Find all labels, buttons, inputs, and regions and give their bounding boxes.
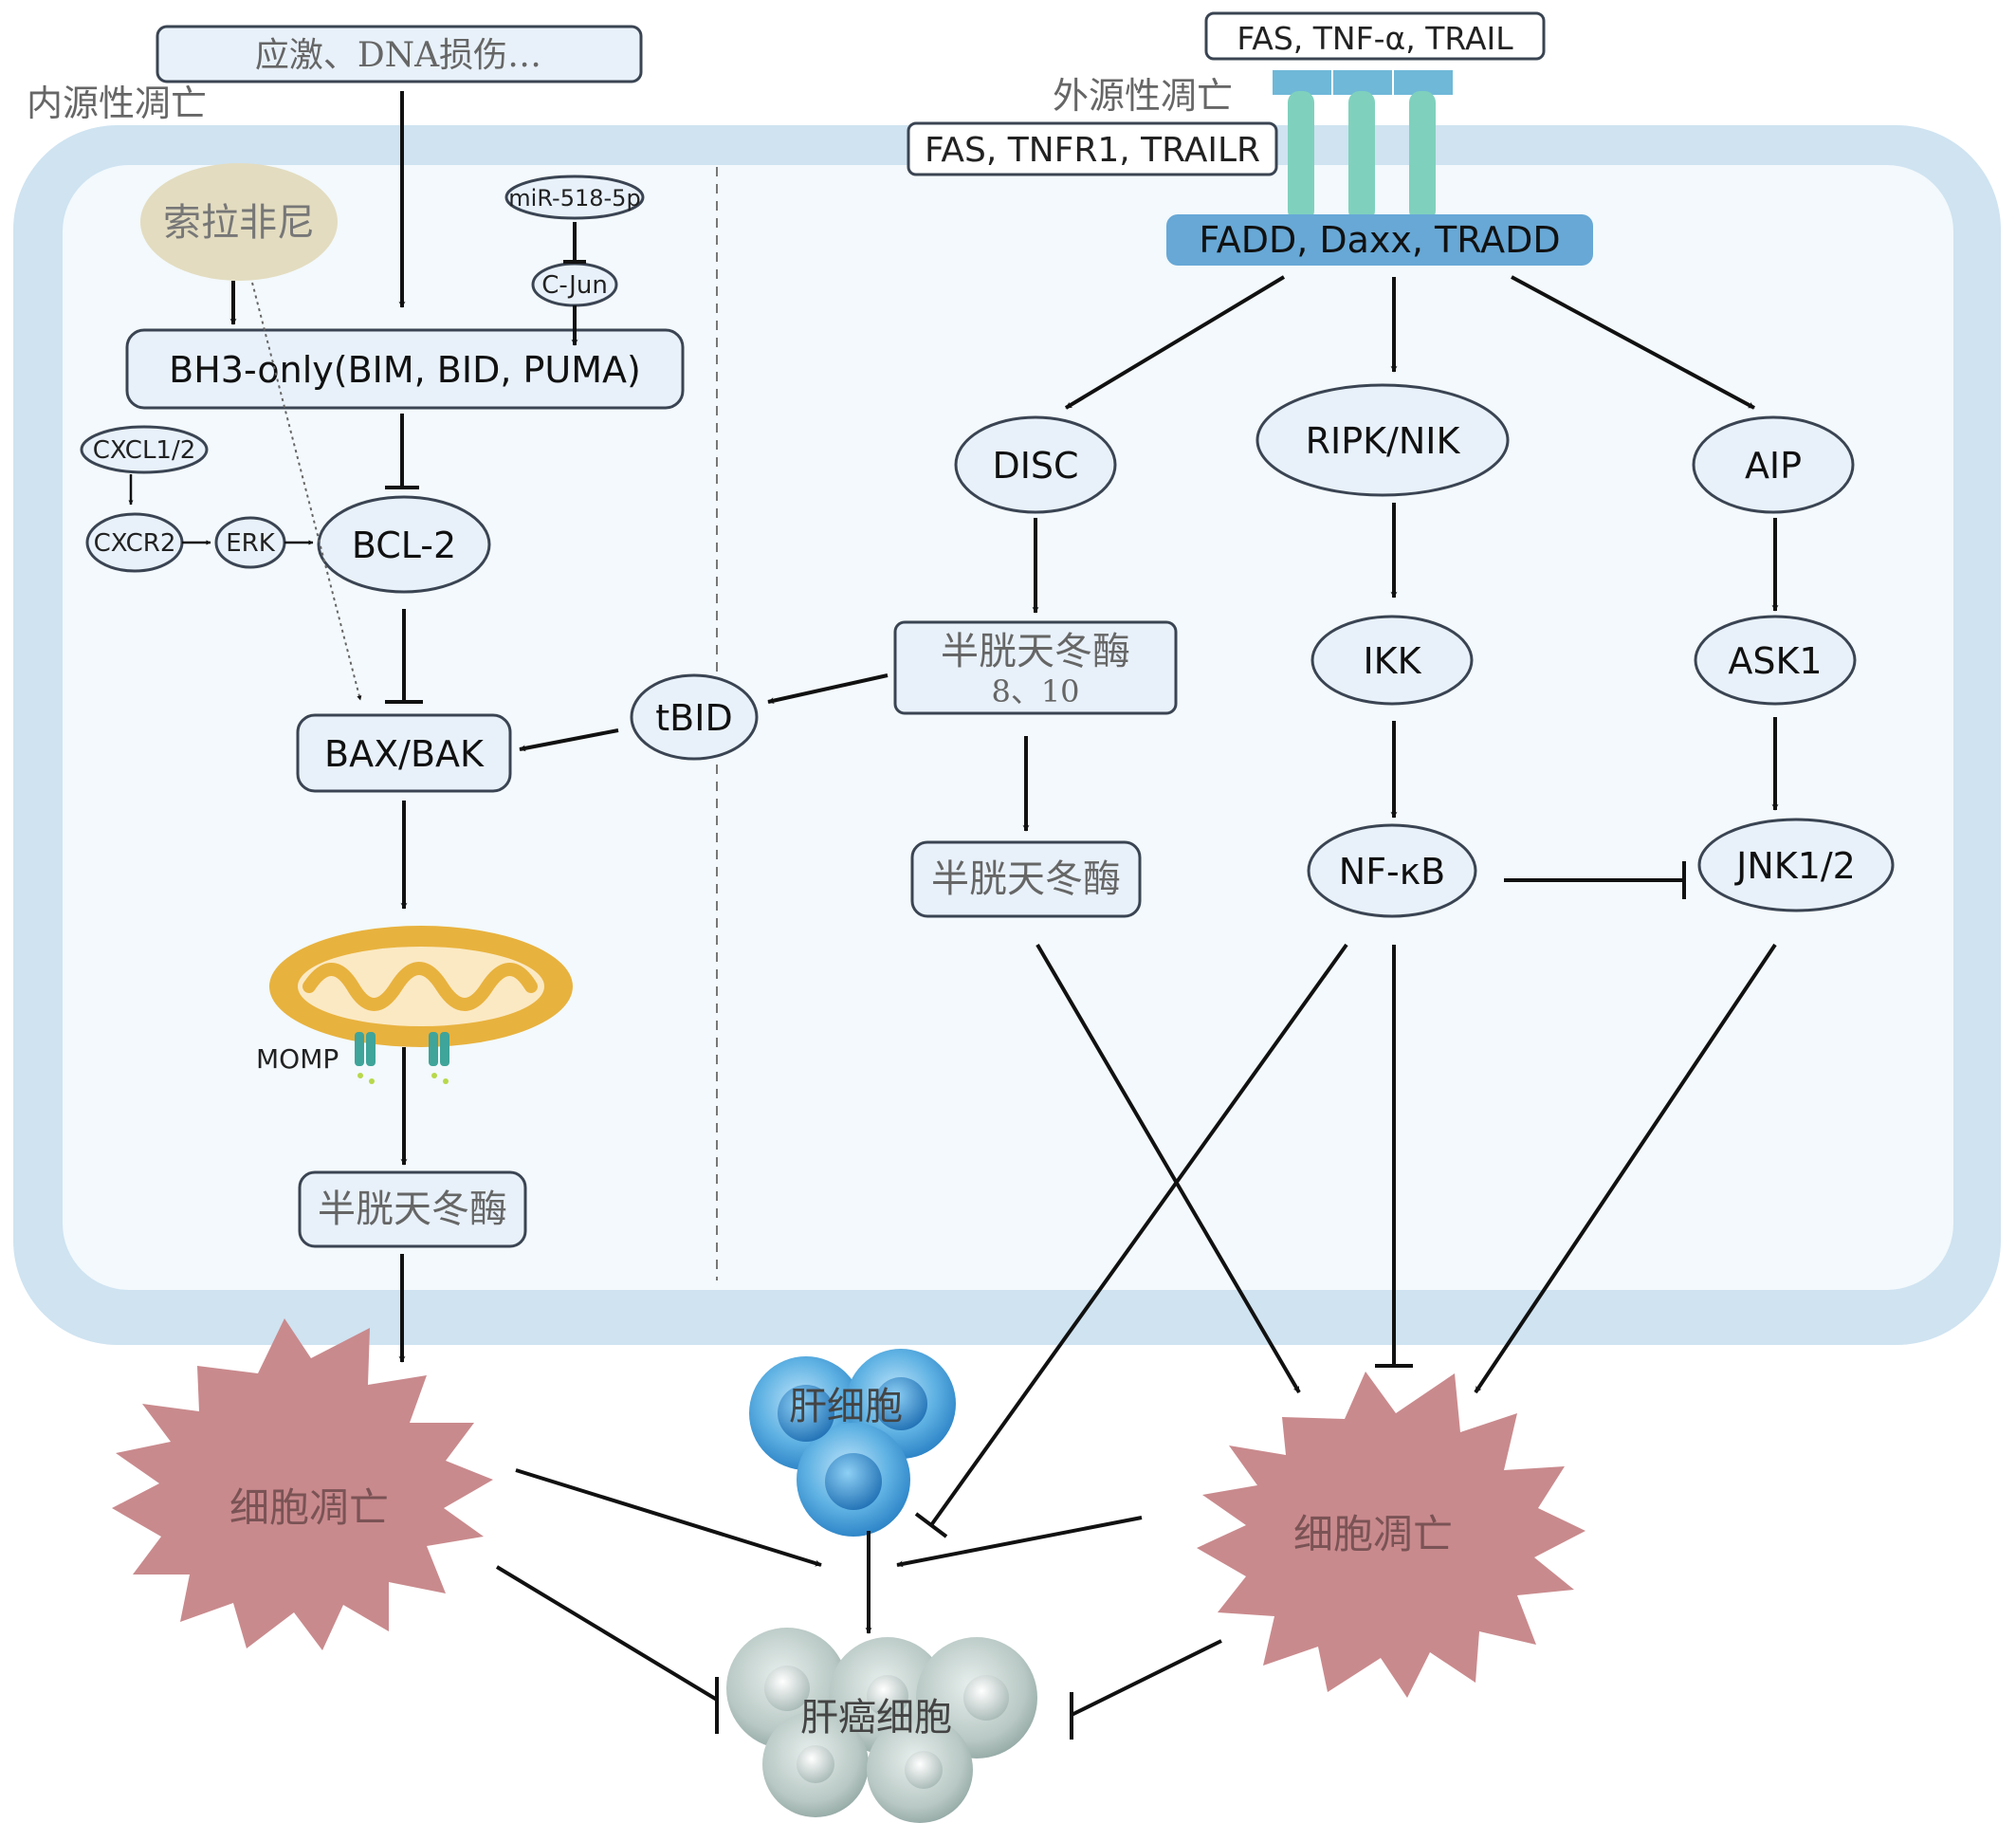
ligand-box: [1204, 11, 1546, 61]
cxcl-node: [80, 425, 209, 474]
mir518-node: [504, 175, 645, 220]
caspase-mid-box: [910, 840, 1142, 918]
caspase810-label-line1: 半胱天冬酶: [941, 630, 1130, 673]
receptor-label: FAS, TNFR1, TRAILR: [925, 131, 1260, 170]
apoptosis-right-label: 细胞凋亡: [1293, 1511, 1453, 1557]
receptor-cap: [1333, 70, 1392, 95]
caspase-left-box: [298, 1170, 527, 1248]
jnk-label: JNK1/2: [1734, 845, 1856, 887]
hepatocyte-cluster: [749, 1349, 956, 1537]
momp-pore-icon: [355, 1032, 449, 1084]
ripk-node: [1255, 383, 1510, 497]
aip-label: AIP: [1745, 445, 1802, 487]
ikk-node: [1310, 615, 1474, 706]
bcl2-label: BCL-2: [352, 525, 456, 566]
ripk-label: RIPK/NIK: [1306, 420, 1461, 462]
mitochondrion: [269, 926, 573, 1047]
death-receptors: [1273, 70, 1453, 222]
tbid-node: [630, 673, 759, 761]
receptor-stem: [1288, 91, 1314, 222]
apoptotic-cell-right: [1197, 1372, 1585, 1698]
bh3-only-label: BH3-only(BIM, BID, PUMA): [169, 349, 641, 391]
receptor-cap: [1273, 70, 1331, 95]
hcc-cell-label: 肝癌细胞: [800, 1696, 952, 1740]
aip-node: [1692, 415, 1855, 514]
cjun-label: C-Jun: [541, 271, 608, 300]
ask1-node: [1694, 615, 1857, 706]
bh3-only-box: [125, 328, 685, 410]
receptor-cap: [1394, 70, 1453, 95]
nfkb-label: NF-κB: [1339, 851, 1445, 893]
cxcr2-label: CXCR2: [94, 529, 176, 558]
extrinsic-apoptosis-label: 外源性凋亡: [1053, 75, 1233, 117]
mir518-label: miR-518-5p: [508, 185, 640, 212]
receptor-box: [907, 121, 1278, 176]
apoptosis-left-label: 细胞凋亡: [229, 1484, 389, 1531]
tbid-label: tBID: [655, 697, 732, 739]
disc-label: DISC: [992, 445, 1078, 487]
caspase-left-label: 半胱天冬酶: [318, 1188, 507, 1231]
intrinsic-apoptosis-label: 内源性凋亡: [27, 83, 207, 124]
ligand-label: FAS, TNF-α, TRAIL: [1237, 20, 1513, 57]
momp-label: MOMP: [256, 1043, 339, 1075]
apoptotic-cell-left: [112, 1318, 493, 1650]
hepatocyte-label: 肝细胞: [789, 1385, 903, 1428]
erk-label: ERK: [226, 529, 275, 558]
adaptor-label: FADD, Daxx, TRADD: [1199, 219, 1560, 261]
sorafenib-label: 索拉非尼: [163, 201, 315, 245]
nfkb-node: [1307, 823, 1477, 918]
jnk-node: [1697, 818, 1895, 912]
adaptor-bar: [1166, 214, 1593, 266]
cxcl-label: CXCL1/2: [93, 436, 196, 465]
sorafenib-node: [140, 163, 338, 281]
hcc-cell-cluster: [726, 1628, 1037, 1823]
bcl2-node: [317, 495, 491, 594]
ikk-label: IKK: [1363, 640, 1421, 682]
baxbak-box: [296, 713, 512, 793]
caspase810-label-line2: 8、10: [991, 673, 1079, 709]
disc-node: [954, 415, 1117, 514]
caspase810-box: [893, 620, 1178, 715]
stress-label: 应激、DNA损伤…: [255, 36, 541, 75]
caspase-mid-label: 半胱天冬酶: [931, 857, 1121, 901]
baxbak-label: BAX/BAK: [324, 733, 485, 775]
inhibition-lines: [385, 222, 1686, 1740]
activation-arrows: [128, 91, 1779, 1634]
ask1-label: ASK1: [1728, 640, 1822, 682]
stress-box: [156, 25, 643, 83]
sorafenib-dotted-arrow: [251, 282, 362, 701]
receptor-stem: [1348, 91, 1375, 222]
receptor-stem: [1409, 91, 1436, 222]
